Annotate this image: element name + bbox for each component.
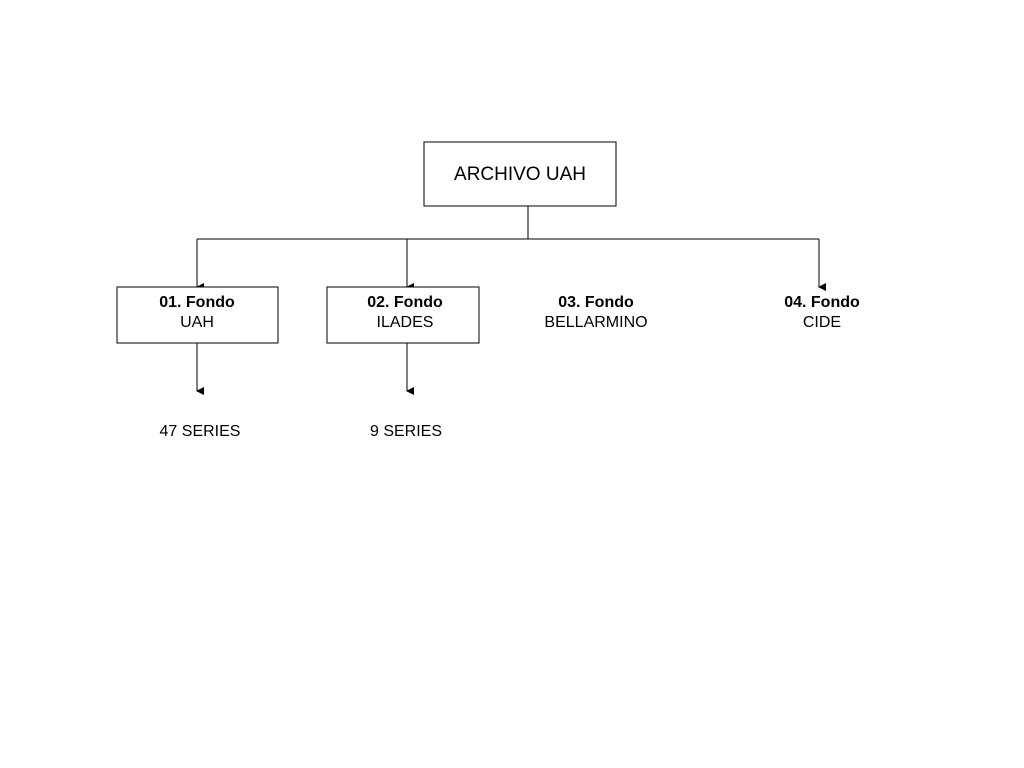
fondo-2-number: 02. Fondo (367, 294, 443, 311)
root-node-label: ARCHIVO UAH (454, 164, 586, 185)
fondo-2-box (326, 286, 480, 344)
fondo-1-number: 01. Fondo (159, 294, 235, 311)
fondo-4-number: 04. Fondo (784, 294, 860, 311)
fondo-3-name: BELLARMINO (544, 314, 648, 331)
fondo-2-name: ILADES (376, 314, 434, 331)
fondo-1-name: UAH (180, 314, 214, 331)
fondo-4-name: CIDE (802, 314, 842, 331)
series-count-1: 47 SERIES (159, 423, 241, 440)
series-count-2: 9 SERIES (369, 423, 443, 440)
fondo-node-3: 03. Fondo BELLARMINO (506, 293, 686, 333)
fondo-3-number: 03. Fondo (558, 294, 634, 311)
fondo-node-2: 02. Fondo ILADES (315, 293, 495, 333)
root-node-box (423, 141, 617, 207)
fondo-node-4: 04. Fondo CIDE (732, 293, 912, 333)
fondo-node-1: 01. Fondo UAH (107, 293, 287, 333)
